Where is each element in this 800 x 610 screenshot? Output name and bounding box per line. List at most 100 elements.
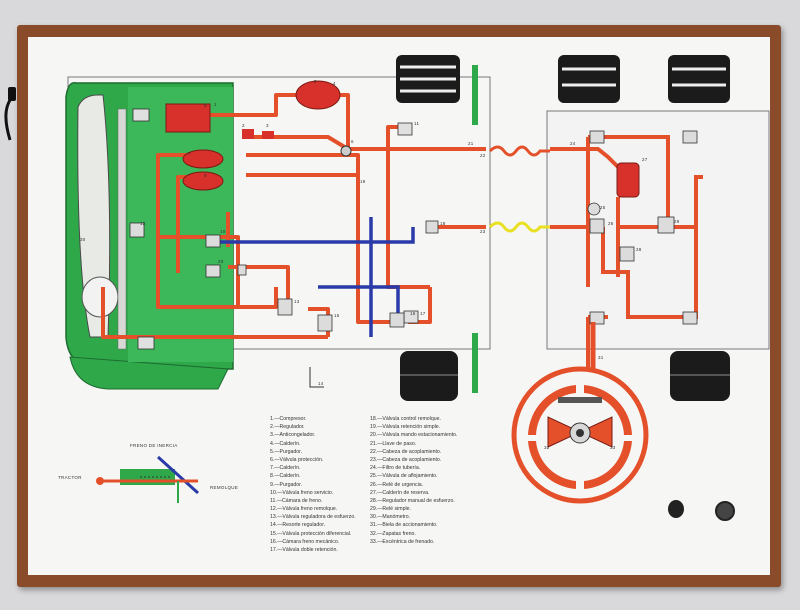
power-cable: [0, 85, 18, 145]
legend-item: 8.—Calderín.: [270, 473, 301, 480]
legend-item: 29.—Relé simple.: [370, 506, 411, 513]
fender-top: [472, 65, 478, 125]
num-8: 8: [204, 103, 207, 108]
valves-trailer: [587, 130, 698, 325]
num-1: 1: [214, 102, 217, 107]
brake-system-diagram: [65, 55, 770, 504]
legend-item: 12.—Válvula freno remolque.: [270, 506, 338, 513]
num-16: 16: [410, 311, 416, 316]
num-2: 2: [242, 123, 245, 128]
legend-item: 9.—Purgador.: [270, 481, 303, 488]
seat: [117, 108, 127, 350]
legend-column-1: 1.—Compresor. 2.—Regulador. 3.—Anticonge…: [270, 415, 356, 554]
brake-shoe-right: [584, 385, 632, 435]
num-5: 5: [314, 79, 317, 84]
legend-item: 3.—Anticongelador.: [270, 432, 316, 439]
legend-item: 27.—Calderín de reserva.: [370, 489, 430, 496]
legend-item: 5.—Purgador.: [270, 448, 303, 455]
regulator-2: [242, 129, 254, 139]
legend-item: 19.—Válvula retención simple.: [370, 424, 441, 431]
legend-item: 14.—Resorte regulador.: [270, 522, 326, 529]
num-14: 14: [318, 381, 324, 386]
legend-item: 30.—Manómetro.: [370, 514, 411, 521]
display-panel: 1 2 3 4 5 6 7 8 9 10 11 12 13 14 15 16 1…: [28, 37, 770, 575]
wooden-frame: 1 2 3 4 5 6 7 8 9 10 11 12 13 14 15 16 1…: [17, 25, 781, 587]
num-3: 3: [266, 123, 269, 128]
num-24: 24: [570, 141, 576, 146]
num-23: 23: [480, 229, 486, 234]
num-25: 25: [600, 205, 606, 210]
legend-item: 10.—Válvula freno servicio.: [270, 489, 334, 496]
legend-item: 33.—Excéntrica de frenado.: [370, 538, 435, 545]
steering-wheel: [81, 276, 119, 318]
legend-item: 28.—Regulador manual de esfuerzo.: [370, 497, 455, 504]
legend-item: 17.—Válvula doble retención.: [270, 547, 338, 553]
num-10: 10: [220, 229, 226, 234]
compressor-1: [165, 103, 211, 133]
legend-item: 32.—Zapatas freno.: [370, 530, 416, 537]
legend-item: 31.—Biela de accionamiento.: [370, 522, 438, 529]
legend-item: 18.—Válvula control remolque.: [370, 416, 441, 422]
num-6: 6: [351, 139, 354, 144]
num-18: 18: [440, 221, 446, 226]
anti-freeze-3: [262, 131, 274, 139]
num-22: 22: [480, 153, 486, 158]
num-7: 7: [188, 151, 191, 156]
legend-column-2: 18.—Válvula control remolque. 19.—Válvul…: [370, 415, 457, 546]
legend-item: 22.—Cabeza de acoplamiento.: [370, 448, 442, 455]
num-31: 31: [598, 355, 604, 360]
legend-item: 15.—Válvula protección diferencial.: [270, 530, 352, 537]
cab-bumper: [69, 356, 229, 390]
protection-valve-6: [340, 145, 352, 157]
legend-item: 16.—Cámara freno mecánico.: [270, 538, 340, 545]
label-freno-inercia: FRENO DE INERCIA: [130, 443, 178, 448]
num-20: 20: [218, 259, 224, 264]
pneumatic-lines-blue: [216, 217, 415, 337]
num-29: 29: [674, 219, 680, 224]
num-12: 12: [140, 221, 146, 226]
tires-top-tractor: [396, 55, 460, 103]
num-32: 32: [544, 445, 550, 450]
brake-drum-assembly: [511, 366, 649, 504]
coupling-coil-red: [488, 145, 550, 157]
num-27: 27: [642, 157, 648, 162]
legend-item: 20.—Válvula mando estacionamiento.: [370, 432, 458, 439]
tank-7: [182, 149, 224, 169]
num-15: 15: [334, 313, 340, 318]
legend-item: 7.—Calderín.: [270, 465, 301, 472]
num-21: 21: [468, 141, 474, 146]
legend-item: 1.—Compresor.: [270, 416, 307, 422]
legend-item: 21.—Llave de paso.: [370, 440, 417, 447]
label-remolque: REMOLQUE: [210, 485, 239, 490]
num-30: 30: [80, 237, 86, 242]
push-button[interactable]: [715, 501, 735, 521]
num-11: 11: [414, 121, 420, 126]
rotary-switch[interactable]: [668, 500, 684, 518]
tank-4: [295, 80, 341, 110]
legend-item: 6.—Válvula protección.: [270, 456, 324, 463]
legend-item: 24.—Filtro de tubería.: [370, 465, 421, 472]
tank-8: [182, 171, 224, 191]
valves-tractor: [129, 220, 439, 332]
legend-item: 2.—Regulador.: [270, 424, 305, 431]
num-9: 9: [204, 173, 207, 178]
num-26: 26: [608, 221, 614, 226]
coupling-coil-yellow: [488, 221, 550, 233]
num-28: 28: [636, 247, 642, 252]
legend-item: 4.—Calderín.: [270, 440, 301, 447]
tires-top-trailer: [558, 55, 730, 103]
legend-item: 11.—Cámara de freno.: [270, 497, 323, 504]
reserve-tank-27: [616, 162, 640, 198]
brake-shoe-left: [528, 385, 576, 435]
legend-item: 23.—Cabeza de acoplamiento.: [370, 456, 442, 463]
label-tractor: TRACTOR: [58, 475, 82, 480]
inertia-brake-schematic: [96, 455, 200, 503]
legend-item: 13.—Válvula reguladora de esfuerzo.: [270, 514, 356, 521]
spring: [558, 397, 602, 403]
legend-item: 26.—Relé de urgencia.: [370, 481, 424, 488]
num-19: 19: [360, 179, 366, 184]
num-33: 33: [610, 445, 616, 450]
spring-regulator-14: [309, 367, 324, 388]
legend-item: 25.—Válvula de aflojamiento.: [370, 473, 438, 480]
num-17: 17: [420, 311, 426, 316]
